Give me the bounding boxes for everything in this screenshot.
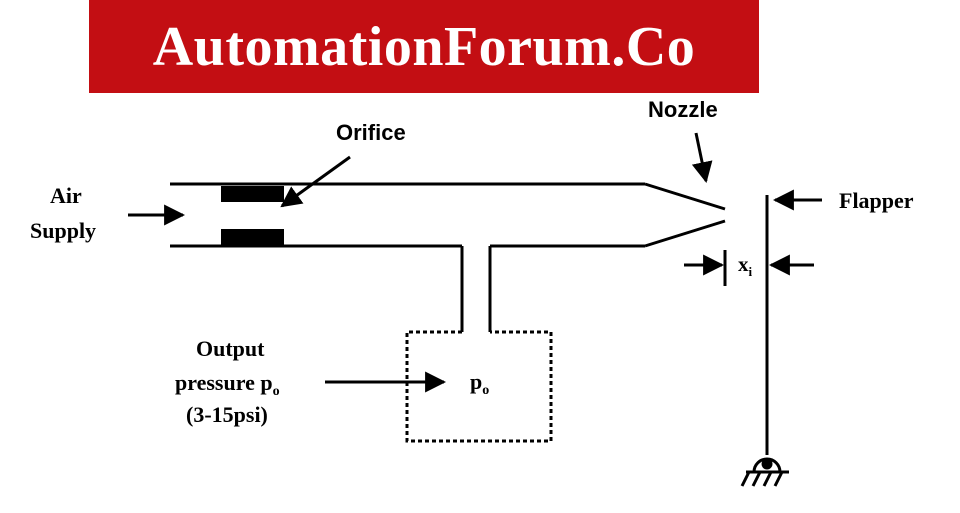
output-label-line3: (3-15psi) [186, 402, 268, 427]
logo-banner: AutomationForum.Co [89, 0, 759, 93]
nozzle-label: Nozzle [648, 97, 718, 122]
orifice-plate-bottom [221, 229, 284, 245]
orifice-plate-top [221, 186, 284, 202]
output-label-line1: Output [196, 336, 265, 361]
xi-label-sub: i [749, 264, 753, 279]
output-label-line2-main: pressure p [175, 370, 273, 395]
xi-label-main: x [738, 252, 749, 276]
pivot-support [740, 457, 789, 487]
logo-text: AutomationForum.Co [152, 15, 696, 78]
air-supply-label-line2: Supply [30, 218, 96, 243]
po-label: po [470, 369, 489, 398]
nozzle-arrow [691, 132, 713, 184]
orifice-arrow [280, 155, 351, 208]
output-label-line2-sub: o [273, 384, 280, 399]
air-supply-label-line1: Air [50, 183, 82, 208]
output-label-line2: pressure po [175, 370, 280, 399]
po-label-main: p [470, 369, 482, 394]
xi-label: xi [738, 252, 753, 279]
orifice-label: Orifice [336, 120, 406, 145]
supply-pipe [170, 182, 726, 332]
flapper-label: Flapper [839, 188, 914, 213]
output-chamber [405, 330, 553, 443]
po-label-sub: o [482, 383, 489, 398]
